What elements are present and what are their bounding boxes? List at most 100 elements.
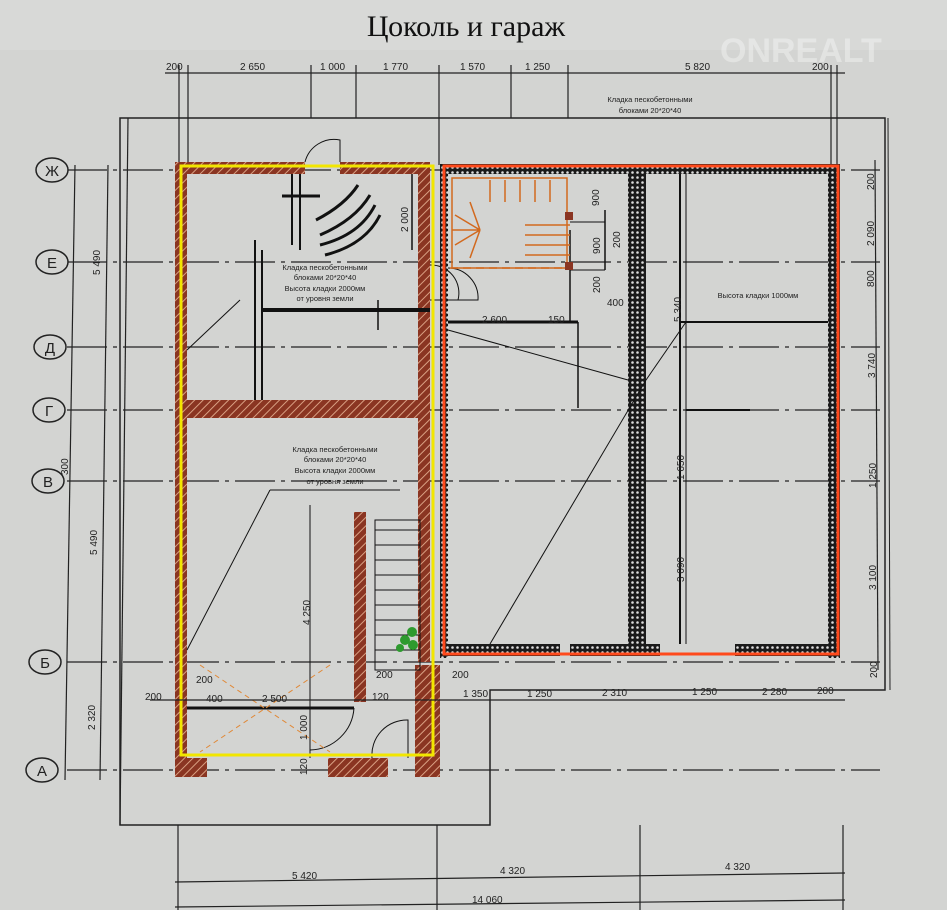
dim-label: 3 740: [867, 353, 878, 378]
dim-label: Кладка пескобетонными: [607, 95, 692, 104]
opening-cross-mark: [199, 664, 331, 753]
axis-bubble-v: [31, 468, 65, 494]
axis-label: А: [37, 763, 47, 780]
dim-label: Кладка пескобетонными: [282, 263, 367, 272]
dim-label: Высота кладки 2000мм: [295, 466, 376, 475]
dim-label: 5 490: [92, 250, 103, 275]
axis-label: Ж: [45, 163, 59, 180]
dim-label: 200: [196, 675, 213, 686]
watermark: ONREALT: [720, 32, 882, 70]
dim-label: 2 090: [866, 221, 877, 246]
dim-label: 2 310: [602, 688, 627, 699]
dim-label: блоками 20*20*40: [619, 106, 682, 115]
dim-label: 900: [591, 189, 602, 206]
axis-bubble-d: [33, 334, 67, 360]
dim-label: от уровня земли: [306, 477, 363, 486]
note-left-lower: Кладка пескобетонными блоками 20*20*40 В…: [292, 445, 377, 486]
axis-label: Б: [40, 655, 50, 672]
dim-label: 2 500: [262, 694, 287, 705]
dim-label: 300: [60, 458, 71, 475]
dim-label: 900: [592, 237, 603, 254]
dim-label: 1 250: [527, 689, 552, 700]
dim-label: 400: [206, 694, 223, 705]
dim-label: 200: [812, 62, 829, 73]
dim-label: 200: [869, 661, 880, 678]
dim-label: блоками 20*20*40: [294, 273, 357, 282]
dim-label: 5 820: [685, 62, 710, 73]
axis-bubble-zh: [35, 157, 69, 183]
dim-label: 150: [548, 315, 565, 326]
dim-label: 3 090: [676, 557, 687, 582]
post-marker: [565, 262, 573, 270]
left-dimension-chain: 5 490 5 490 2 320 300: [60, 250, 103, 730]
dim-label: 400: [607, 298, 624, 309]
dim-label: 1 570: [460, 62, 485, 73]
right-wing-walls: [440, 164, 840, 658]
dim-label: 1 350: [463, 689, 488, 700]
post-marker: [565, 212, 573, 220]
dim-label: 4 320: [725, 862, 750, 873]
dim-label: 5 490: [89, 530, 100, 555]
left-wing-highlight-outline: [179, 164, 435, 757]
axis-bubble-g: [32, 397, 66, 423]
staircase-icon: [450, 177, 570, 269]
dim-label: 2 320: [87, 705, 98, 730]
dim-label: 1 250: [692, 687, 717, 698]
note-left-upper: Кладка пескобетонными блоками 20*20*40 В…: [282, 263, 367, 303]
axis-label: Е: [47, 255, 57, 272]
left-wing-walls: [175, 162, 440, 777]
overall-dimensions: [174, 825, 846, 910]
axis-label: В: [43, 474, 53, 491]
axis-bubble-b: [28, 649, 62, 675]
dim-label: 2 650: [240, 62, 265, 73]
dim-label: 200: [817, 686, 834, 697]
dim-label: 2 600: [482, 315, 507, 326]
axis-label: Д: [45, 340, 55, 357]
dim-label: 14 060: [472, 895, 503, 906]
note-top: Кладка пескобетонными блоками 20*20*40: [607, 95, 692, 115]
axis-bubble-e: [35, 249, 69, 275]
dim-label: 120: [299, 758, 310, 775]
note-right: Высота кладки 1000мм: [718, 291, 799, 300]
dim-label: 200: [612, 231, 623, 248]
right-wing-highlight-outline: [442, 164, 840, 656]
axis-bubble-a: [25, 757, 59, 783]
dim-label: 120: [372, 692, 389, 703]
dim-label: 2 280: [762, 687, 787, 698]
site-outline: [119, 117, 886, 826]
dim-label: Кладка пескобетонными: [292, 445, 377, 454]
dim-label: 1 650: [676, 455, 687, 480]
dim-label: от уровня земли: [296, 294, 353, 303]
dim-label: 200: [592, 276, 603, 293]
right-dimension-chain: 200 2 090 800 3 740 1 250 3 100 200: [866, 117, 891, 691]
dim-label: 200: [452, 670, 469, 681]
dim-label: 5 340: [673, 297, 684, 322]
dim-label: 1 250: [525, 62, 550, 73]
bottom-dimension-chain: 200 400 2 500 120 1 350 1 250 2 310 1 25…: [145, 670, 845, 705]
plan-title: Цоколь и гараж: [367, 10, 566, 43]
interior-dimensions: 2 000 900 900 200 200 400 2 600 150 5 34…: [299, 189, 687, 775]
dim-label: 1 250: [868, 463, 879, 488]
plant-icon: [396, 627, 418, 652]
dim-label: 200: [166, 62, 183, 73]
left-wing-interior: [186, 138, 460, 759]
title-bar: [0, 0, 947, 50]
axis-label: Г: [45, 403, 53, 420]
dim-label: 1 000: [320, 62, 345, 73]
dim-label: 5 420: [292, 871, 317, 882]
dim-label: 1 770: [383, 62, 408, 73]
dim-label: блоками 20*20*40: [304, 455, 367, 464]
dim-label: 200: [866, 173, 877, 190]
dim-label: 2 000: [400, 207, 411, 232]
dim-label: 1 000: [299, 715, 310, 740]
dim-label: 4 250: [302, 600, 313, 625]
dim-label: 200: [376, 670, 393, 681]
dim-label: Высота кладки 2000мм: [285, 284, 366, 293]
dim-label: 800: [866, 270, 877, 287]
grid-axes: [64, 117, 880, 826]
dim-label: 200: [145, 692, 162, 703]
top-dimension-chain: 200 2 650 1 000 1 770 1 570 1 250 5 820 …: [165, 62, 845, 165]
dim-label: 3 100: [868, 565, 879, 590]
